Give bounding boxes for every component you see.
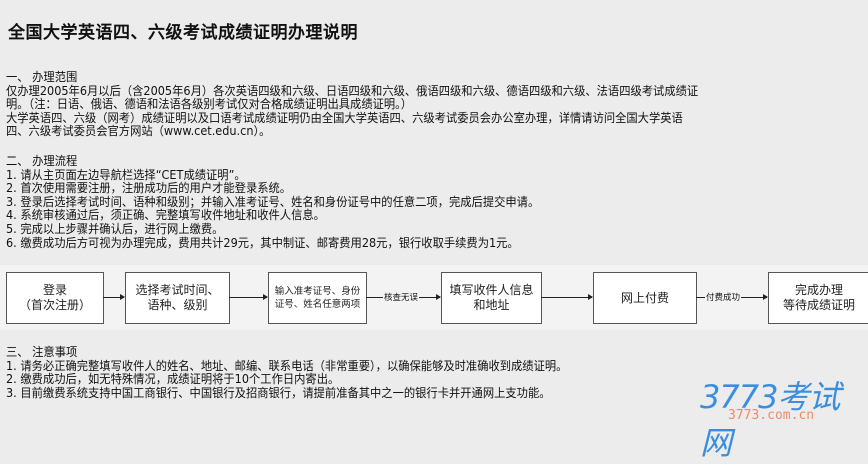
list-item: 5. 完成以上步骤并确认后，进行网上缴费。 — [6, 221, 224, 236]
flow-arrow — [541, 294, 593, 300]
section-scope: 一、 办理范围 仅办理2005年6月以后（含2005年6月）各次英语四级和六级、… — [6, 70, 813, 139]
list-item: 1. 请务必正确完整填写收件人的姓名、地址、邮编、联系电话（非常重要），以确保能… — [6, 358, 568, 373]
section-heading: 二、 办理流程 — [6, 154, 78, 168]
arrow-label: 付费成功 — [705, 291, 742, 303]
list-item: 4. 系统审核通过后，须正确、完整填写收件地址和收件人信息。 — [6, 208, 325, 223]
flow-step-login: 登录（首次注册） — [6, 272, 104, 324]
watermark-url: 3773.com.cn — [728, 408, 815, 423]
flow-step-complete: 完成办理等待成绩证明 — [768, 272, 868, 324]
section-heading: 一、 办理范围 — [6, 70, 78, 84]
section-process: 二、 办理流程 1. 请从主页面左边导航栏选择“CET成绩证明”。 2. 首次使… — [6, 154, 813, 250]
page-title: 全国大学英语四、六级考试成绩证明办理说明 — [8, 23, 358, 43]
flow-step-select-exam: 选择考试时间、语种、级别 — [125, 272, 230, 324]
section-notes: 三、 注意事项 1. 请务必正确完整填写收件人的姓名、地址、邮编、联系电话（非常… — [6, 345, 813, 400]
paragraph-line: 明。（注：日语、俄语、德语和法语各级别考试仅对合格成绩证明出具成绩证明。） — [6, 97, 413, 112]
list-item: 2. 首次使用需要注册，注册成功后的用户才能登录系统。 — [6, 181, 292, 196]
section-heading: 三、 注意事项 — [6, 345, 78, 359]
flow-step-enter-id: 输入准考证号、身份证号、姓名任意两项 — [268, 272, 367, 324]
flow-step-online-payment: 网上付费 — [593, 272, 697, 324]
flow-step-recipient-info: 填写收件人信息和地址 — [441, 272, 542, 324]
list-item: 2. 缴费成功后，如无特殊情况，成绩证明将于10个工作日内寄出。 — [6, 372, 340, 387]
list-item: 6. 缴费成功后方可视为办理完成，费用共计29元，其中制证、邮寄费用28元，银行… — [6, 235, 519, 250]
flow-arrow — [229, 294, 268, 300]
paragraph-line: 大学英语四、六级（网考）成绩证明以及口语考试成绩证明仍由全国大学英语四、六级考试… — [6, 110, 683, 125]
list-item: 3. 目前缴费系统支持中国工商银行、中国银行及招商银行，请提前准备其中之一的银行… — [6, 385, 551, 400]
arrow-label: 核查无误 — [383, 291, 420, 303]
list-item: 1. 请从主页面左边导航栏选择“CET成绩证明”。 — [6, 167, 246, 182]
flow-arrow — [103, 294, 125, 300]
list-item: 3. 登录后选择考试时间、语种和级别；并输入准考证号、姓名和身份证号中的任意二项… — [6, 194, 540, 209]
paragraph-line: 仅办理2005年6月以后（含2005年6月）各次英语四级和六级、日语四级和六级、… — [6, 83, 699, 98]
paragraph-line: 四、六级考试委员会官方网站（www.cet.edu.cn）。 — [6, 124, 271, 139]
